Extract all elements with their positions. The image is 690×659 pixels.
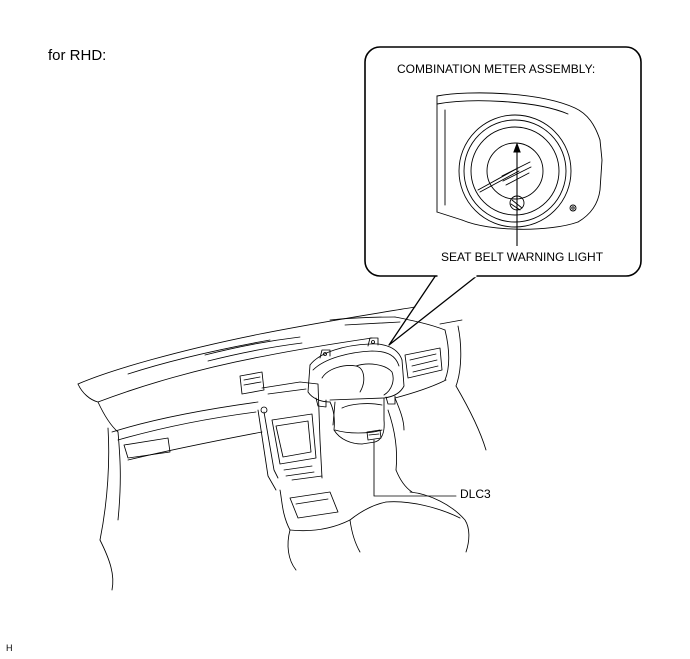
callout-title: COMBINATION METER ASSEMBLY:: [397, 62, 596, 76]
dashboard: [78, 307, 486, 590]
callout-box: [365, 47, 641, 276]
warning-light-leader: [514, 144, 520, 246]
callout-pointer: [389, 275, 478, 345]
dlc3-label: DLC3: [460, 487, 491, 501]
corner-code: H: [6, 643, 13, 653]
variant-label: for RHD:: [48, 47, 107, 64]
seat-belt-warning-light-label: SEAT BELT WARNING LIGHT: [441, 250, 604, 264]
